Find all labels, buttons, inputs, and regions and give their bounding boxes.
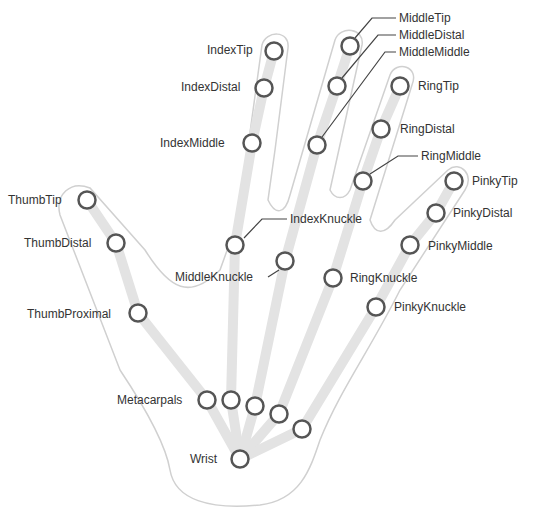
joint-label: MiddleKnuckle bbox=[175, 270, 253, 284]
joint-label: RingKnuckle bbox=[350, 271, 417, 285]
joint-label: MiddleTip bbox=[399, 11, 451, 25]
joint-label: ThumbDistal bbox=[24, 236, 91, 250]
joint-label: ThumbProximal bbox=[27, 307, 111, 321]
joints bbox=[79, 38, 463, 468]
joint-label: IndexTip bbox=[207, 43, 253, 57]
joint-label: Metacarpals bbox=[117, 393, 182, 407]
joint-label: IndexMiddle bbox=[160, 136, 225, 150]
hand-outline bbox=[59, 30, 468, 506]
joint-label: PinkyKnuckle bbox=[394, 300, 466, 314]
joint-label: IndexKnuckle bbox=[290, 212, 362, 226]
joint-label: PinkyDistal bbox=[453, 206, 512, 220]
joint-label: PinkyTip bbox=[472, 174, 518, 188]
joint-label: PinkyMiddle bbox=[428, 239, 493, 253]
joint-label: MiddleMiddle bbox=[399, 45, 470, 59]
joint-label: ThumbTip bbox=[8, 193, 62, 207]
joint-label: IndexDistal bbox=[181, 80, 240, 94]
joint-label: Wrist bbox=[190, 452, 217, 466]
joint-label: RingTip bbox=[418, 79, 459, 93]
leader-lines bbox=[244, 18, 418, 277]
joint-label: MiddleDistal bbox=[399, 28, 464, 42]
bones bbox=[87, 46, 454, 459]
joint-label: RingDistal bbox=[400, 122, 455, 136]
joint-label: RingMiddle bbox=[421, 149, 481, 163]
